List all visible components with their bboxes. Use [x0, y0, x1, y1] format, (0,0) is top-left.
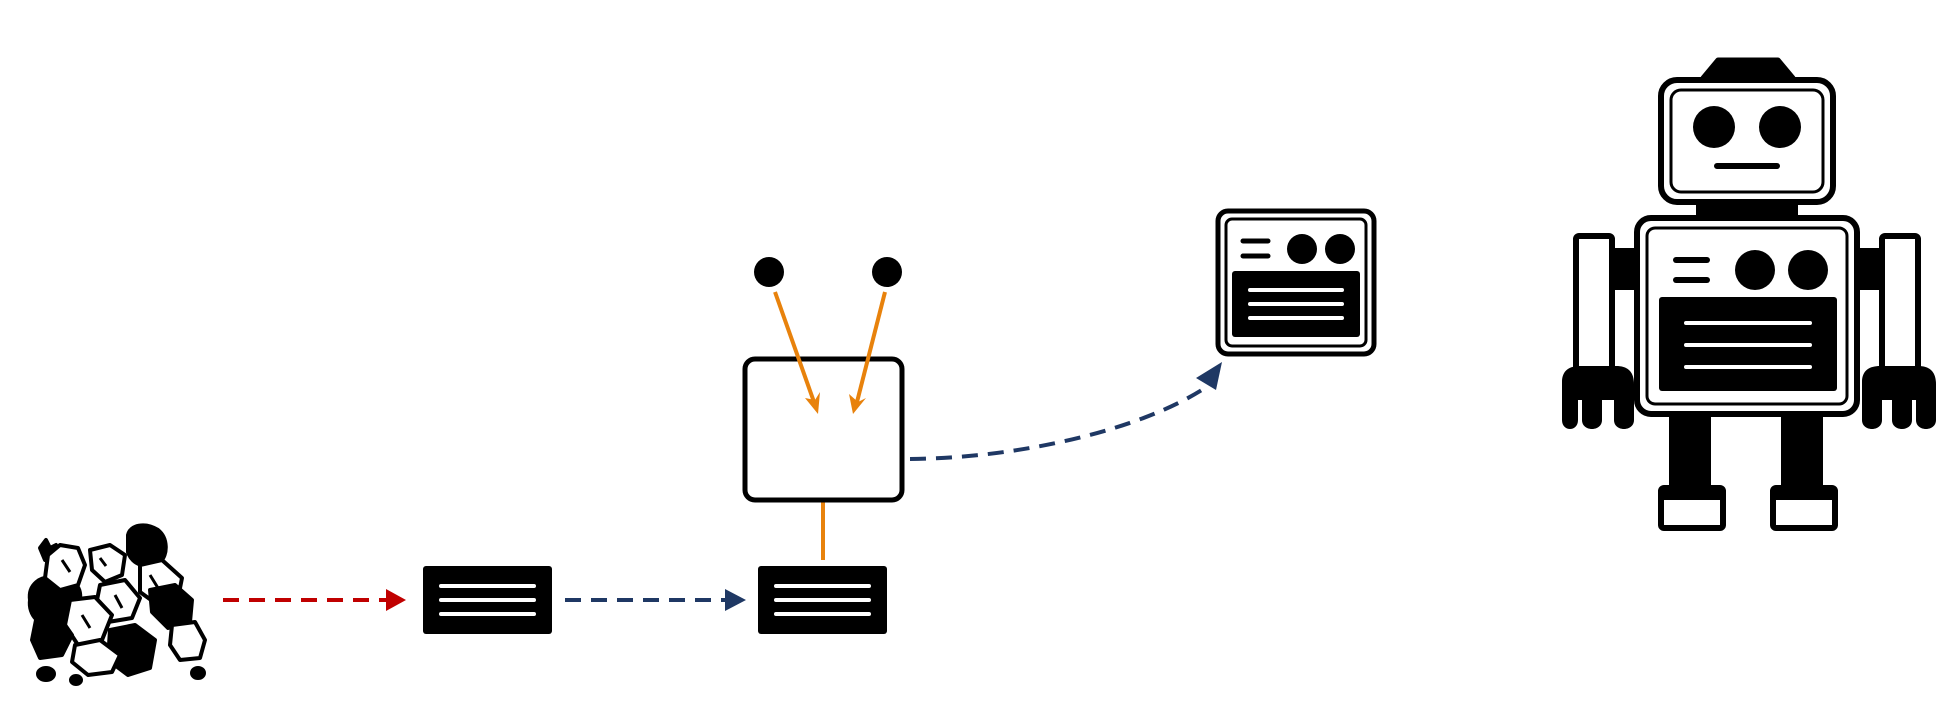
arrowhead-combiner-to-robotbody — [1196, 362, 1222, 390]
robot-body-icon — [1215, 208, 1377, 357]
arrowhead-doc1-to-doc2 — [725, 589, 746, 611]
edge-combiner-to-robotbody — [909, 386, 1207, 461]
arrowhead-rocks-to-doc1 — [386, 589, 406, 611]
edge-dotleft-to-combiner — [773, 291, 816, 403]
arrowhead-dotleft-to-combiner — [805, 392, 820, 414]
edge-dotright-to-combiner — [855, 291, 887, 403]
arrowhead-dotright-to-combiner — [849, 394, 866, 414]
robot-icon — [1562, 57, 1936, 531]
document-block-icon — [758, 566, 887, 634]
document-block-icon — [423, 566, 552, 634]
input-dot-icon — [754, 257, 784, 287]
empty-box-icon — [742, 356, 905, 503]
rock-pile-icon — [27, 523, 207, 686]
input-dot-icon — [872, 257, 902, 287]
